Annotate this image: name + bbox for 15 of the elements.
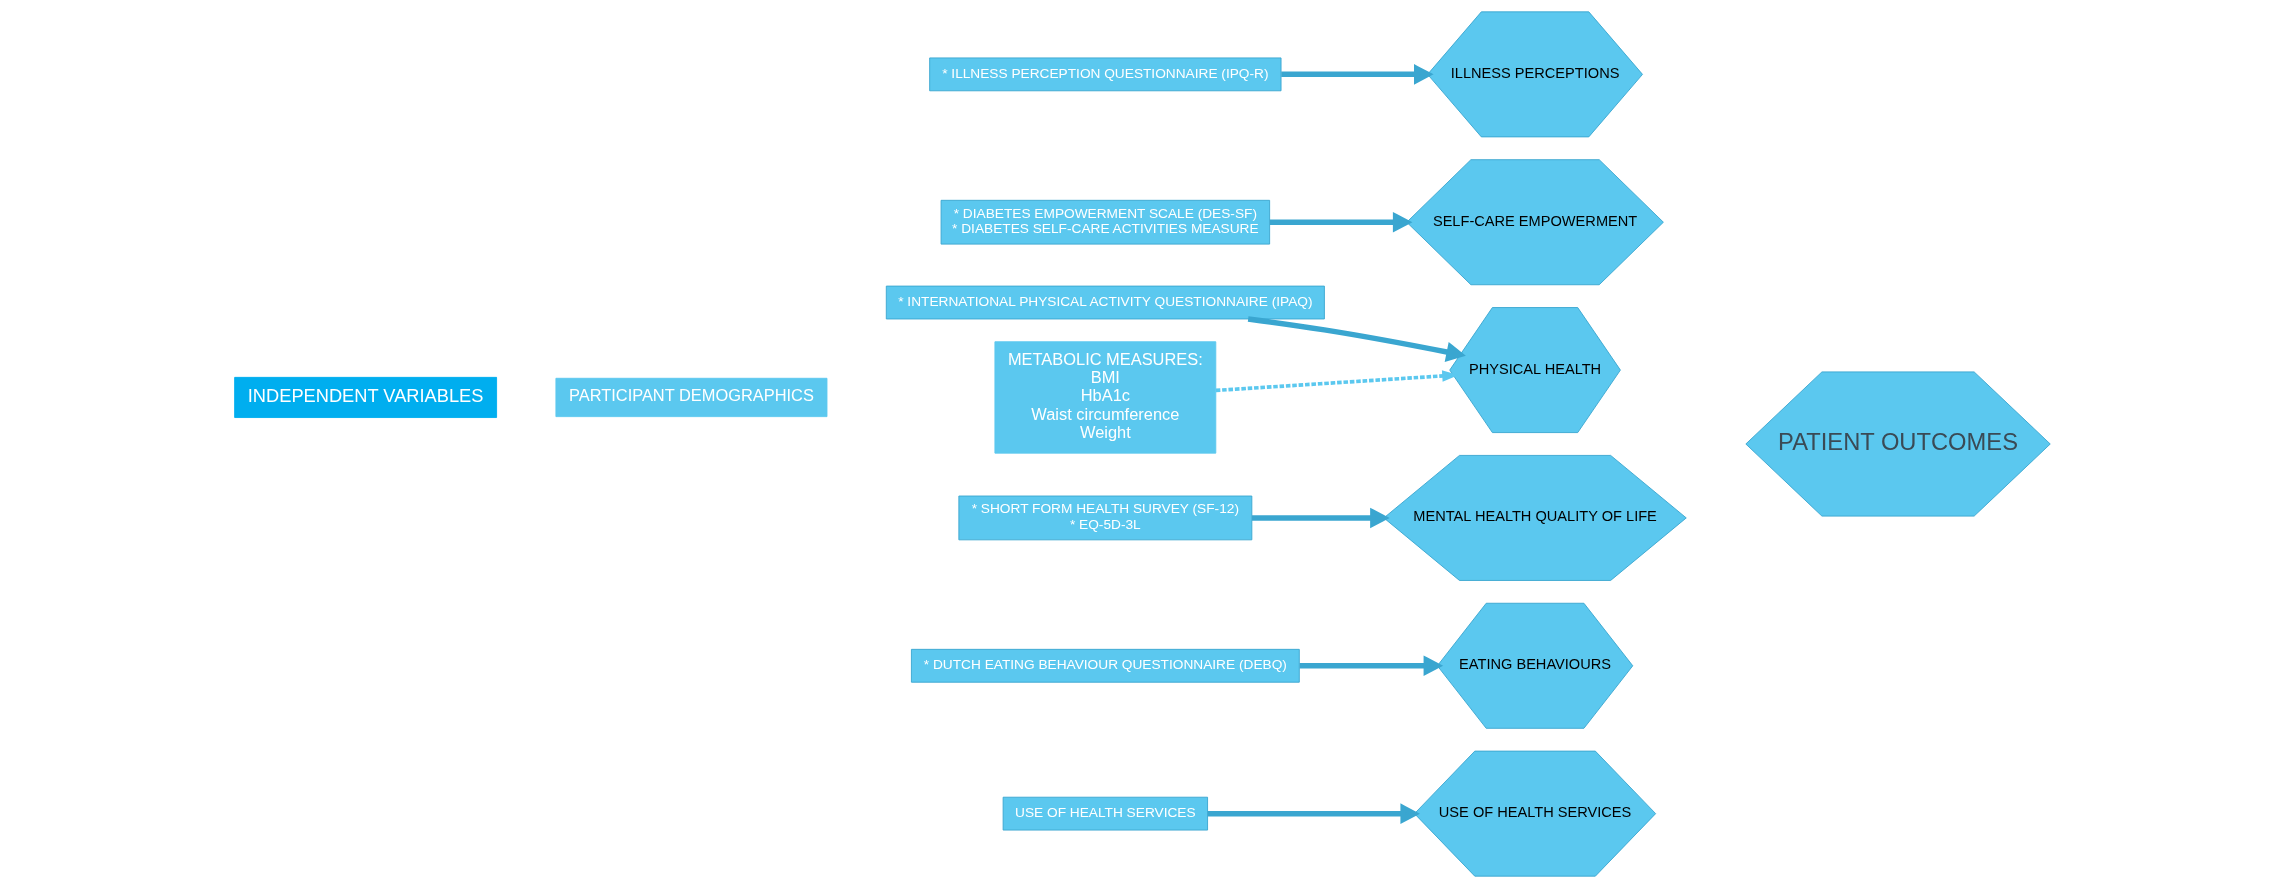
node-box: INDEPENDENT VARIABLES: [233, 376, 497, 418]
node-box: * INTERNATIONAL PHYSICAL ACTIVITY QUESTIONNAIRE (IPAQ): [885, 285, 1325, 320]
arrow: [1251, 507, 1390, 529]
arrow: [1207, 803, 1420, 824]
node-box: * DUTCH EATING BEHAVIOUR QUESTIONNAIRE (DEBQ): [910, 648, 1300, 683]
node-box: METABOLIC MEASURES: BMI HbA1c Waist circumference Weight: [993, 341, 1216, 454]
arrow: [1299, 655, 1443, 677]
arrow: [1269, 211, 1412, 233]
arrow: [1247, 316, 1466, 363]
node-box: PARTICIPANT DEMOGRAPHICS: [554, 377, 827, 418]
node-box: * SHORT FORM HEALTH SURVEY (SF-12) * EQ-5D-3L: [957, 495, 1252, 541]
node-box: * ILLNESS PERCEPTION QUESTIONNAIRE (IPQ-R): [928, 57, 1281, 92]
node-box: * DIABETES EMPOWERMENT SCALE (DES-SF) * DIABETES SELF-CARE ACTIVITIES MEASURE: [940, 199, 1270, 245]
node-box: USE OF HEALTH SERVICES: [1002, 796, 1208, 831]
arrow: [1280, 64, 1434, 85]
